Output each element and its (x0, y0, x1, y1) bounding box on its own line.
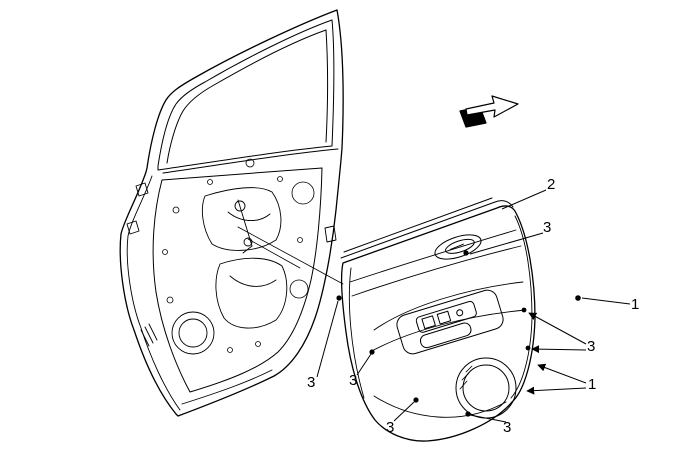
trim-panel-inner-edges (348, 215, 533, 399)
leader-callout-3-right-a (528, 312, 587, 345)
callout-1-right-screw: 1 (631, 296, 640, 313)
door-inner-panel (152, 167, 323, 393)
door-panel-holes (162, 158, 315, 353)
leader-callout-3-right-b (531, 345, 587, 354)
fastener-dot (525, 345, 531, 351)
door-lower-cutout (215, 257, 288, 329)
fastener-dots (336, 250, 581, 417)
door-outer-outline (119, 9, 344, 417)
leader-callout-3-bottom-right (469, 414, 507, 423)
fastener-dot (336, 295, 342, 301)
door-bottom-edge (181, 369, 273, 405)
door-hinges (126, 182, 158, 347)
callout-2-trim-panel: 2 (547, 176, 556, 193)
callout-1-lower-cluster: 1 (588, 376, 597, 393)
callout-3-handle-screw: 3 (543, 219, 552, 236)
callout-3-right-cluster: 3 (587, 338, 596, 355)
arrow-outline (465, 95, 519, 118)
leader-callout-3-bottom-left (393, 401, 415, 422)
fastener-dot (413, 397, 419, 403)
leader-callout-3-left (316, 300, 339, 378)
door-reference-line-2 (247, 238, 301, 269)
leader-callout-3-lower-left (356, 353, 372, 376)
trim-panel-speaker (455, 357, 517, 419)
front-of-vehicle-arrow-icon (459, 95, 519, 128)
door-regulator-detail (227, 199, 277, 287)
door-window-frame (157, 19, 339, 174)
rear-door-illustration (119, 9, 344, 417)
leader-callout-1-lower-b (526, 386, 587, 395)
callout-3-left-edge: 3 (307, 374, 316, 391)
door-speaker-hole (171, 311, 215, 355)
fastener-dot (575, 295, 581, 301)
trim-panel-sculpt-lines (349, 229, 527, 353)
door-upper-cutout (201, 187, 282, 251)
leader-callout-1-lower-a (537, 363, 587, 384)
leader-callout-1-right (581, 297, 631, 305)
leader-callout-3-handle (469, 232, 544, 255)
callout-3-bottom-right: 3 (503, 419, 512, 436)
trim-panel-illustration (340, 197, 536, 442)
door-reference-line (237, 226, 344, 285)
fastener-dot (369, 349, 375, 355)
leader-callout-2 (501, 189, 547, 210)
fastener-dot (521, 307, 527, 313)
callout-3-lower-left: 3 (349, 372, 358, 389)
trim-panel-map-pocket (373, 395, 507, 418)
fastener-dot (465, 411, 471, 417)
door-front-edge (126, 175, 181, 411)
fastener-dot (463, 250, 469, 256)
armrest-switch-panel (396, 289, 504, 355)
door-release-handle-bezel (434, 234, 482, 260)
callout-3-bottom-left: 3 (386, 419, 395, 436)
leader-lines (316, 189, 631, 423)
trim-panel-outline (340, 205, 536, 442)
door-latch (324, 225, 337, 243)
